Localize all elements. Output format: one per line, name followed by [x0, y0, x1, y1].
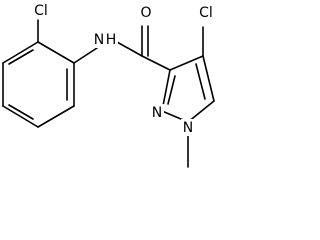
bond-c5-n1 — [187, 100, 215, 123]
label-bg-nh — [90, 31, 118, 48]
bond-carbonyl-pyrazole — [141, 55, 171, 71]
bond-phenyl-c5-c6 — [2, 41, 39, 64]
bond-c3-c4 — [169, 55, 204, 71]
chlorine-label-pyrazole: Cl — [199, 5, 213, 21]
bond-phenyl-inner-2 — [8, 104, 34, 120]
bond-phenyl-inner-3 — [8, 49, 34, 65]
label-bg-n1 — [181, 119, 195, 136]
label-bg-n2 — [150, 104, 164, 121]
amide-nitrogen-label: N — [94, 32, 104, 48]
bond-c4-c5 — [202, 55, 215, 102]
amide-hydrogen-label: H — [106, 32, 117, 48]
bond-n2-c3-inner — [167, 75, 176, 105]
pyrazole-ring — [161, 55, 215, 123]
bond-phenyl-c3-c4 — [2, 105, 39, 128]
label-bg-cl-pyrazole — [193, 4, 218, 21]
bond-phenyl-c6-c1 — [37, 41, 75, 64]
carbonyl-oxygen-label: O — [140, 5, 151, 21]
phenyl-ring — [2, 41, 75, 128]
label-bg-cl-phenyl — [28, 2, 53, 19]
chemical-structure-diagram: Cl N H O Cl N N — [2, 2, 218, 168]
chlorine-label-phenyl: Cl — [34, 3, 48, 19]
bond-c1-nh — [73, 47, 98, 64]
bond-phenyl-c2-c3 — [37, 105, 75, 128]
atom-labels: Cl N H O Cl N N — [28, 2, 218, 136]
bond-nh-carbonyl — [116, 41, 143, 57]
label-bg-o — [137, 4, 153, 22]
bond-c4-c5-inner — [195, 63, 206, 100]
pyrazole-n1-label: N — [183, 120, 193, 136]
pyrazole-n2-label: N — [152, 105, 162, 121]
